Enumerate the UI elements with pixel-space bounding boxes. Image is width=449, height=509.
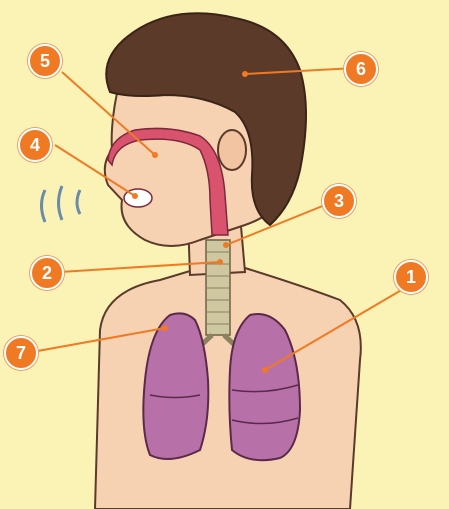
marker-1: 1	[394, 260, 428, 294]
marker-7: 7	[4, 336, 38, 370]
marker-6: 6	[344, 52, 378, 86]
marker-3: 3	[322, 184, 356, 218]
ear	[218, 130, 246, 170]
marker-4: 4	[18, 128, 52, 162]
marker-5: 5	[28, 44, 62, 78]
marker-2: 2	[30, 256, 64, 290]
sound-waves-icon	[42, 186, 81, 222]
